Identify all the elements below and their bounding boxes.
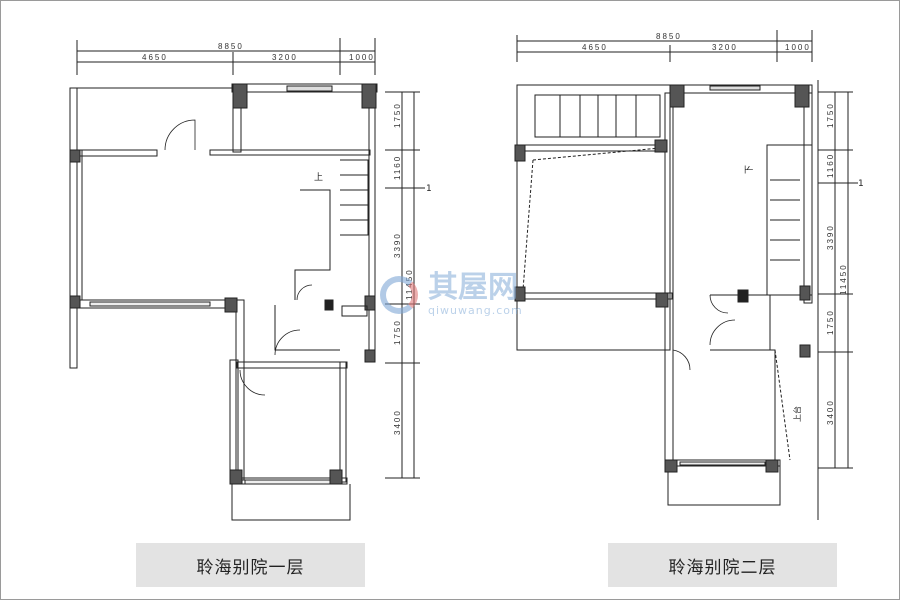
dim-part: 3200 bbox=[272, 53, 298, 62]
walls bbox=[69, 83, 378, 521]
dim-part: 4650 bbox=[142, 53, 168, 62]
dim-part: 3400 bbox=[826, 399, 835, 425]
right-dimensions: 1750 1160 3390 1750 3400 11450 1 bbox=[385, 91, 432, 479]
dim-part: 1750 bbox=[393, 102, 402, 128]
dim-part: 3390 bbox=[826, 224, 835, 250]
dim-total: 8850 bbox=[656, 32, 682, 41]
stair-label: 下 bbox=[745, 165, 755, 174]
doors bbox=[164, 119, 313, 396]
dim-part: 1750 bbox=[826, 102, 835, 128]
dim-total: 8850 bbox=[218, 42, 244, 51]
dim-part: 3200 bbox=[712, 43, 738, 52]
dim-part: 1000 bbox=[349, 53, 375, 62]
axis-label: 1 bbox=[858, 179, 864, 189]
dim-part: 3400 bbox=[393, 409, 402, 435]
stairs: 上 bbox=[314, 159, 369, 236]
dim-part: 4650 bbox=[582, 43, 608, 52]
dim-part: 1750 bbox=[826, 309, 835, 335]
dim-part: 1750 bbox=[393, 319, 402, 345]
right-dimensions: 1750 1160 3390 1750 3400 11450 1 bbox=[817, 80, 864, 520]
dim-total: 11450 bbox=[839, 263, 848, 295]
doors bbox=[672, 294, 736, 371]
dim-part: 3390 bbox=[393, 232, 402, 258]
walls: 下 上台 bbox=[514, 84, 813, 506]
plan-second-floor: 8850 4650 3200 1000 1750 1160 3390 1750 … bbox=[514, 30, 864, 520]
dim-part: 1000 bbox=[785, 43, 811, 52]
stair-label: 上 bbox=[314, 172, 323, 183]
axis-label: 1 bbox=[426, 184, 432, 194]
dim-part: 1160 bbox=[393, 155, 402, 180]
plan-first-floor: 8850 4650 3200 1000 1750 1160 3390 1750 … bbox=[69, 38, 432, 521]
dim-total: 11450 bbox=[405, 268, 414, 300]
balcony-label: 上台 bbox=[792, 406, 802, 422]
caption-second-floor: 聆海别院二层 bbox=[608, 543, 837, 587]
caption-first-floor: 聆海别院一层 bbox=[136, 543, 365, 587]
top-dimensions: 8850 4650 3200 1000 bbox=[76, 38, 376, 75]
top-dimensions: 8850 4650 3200 1000 bbox=[516, 30, 813, 62]
dim-part: 1160 bbox=[826, 153, 835, 178]
